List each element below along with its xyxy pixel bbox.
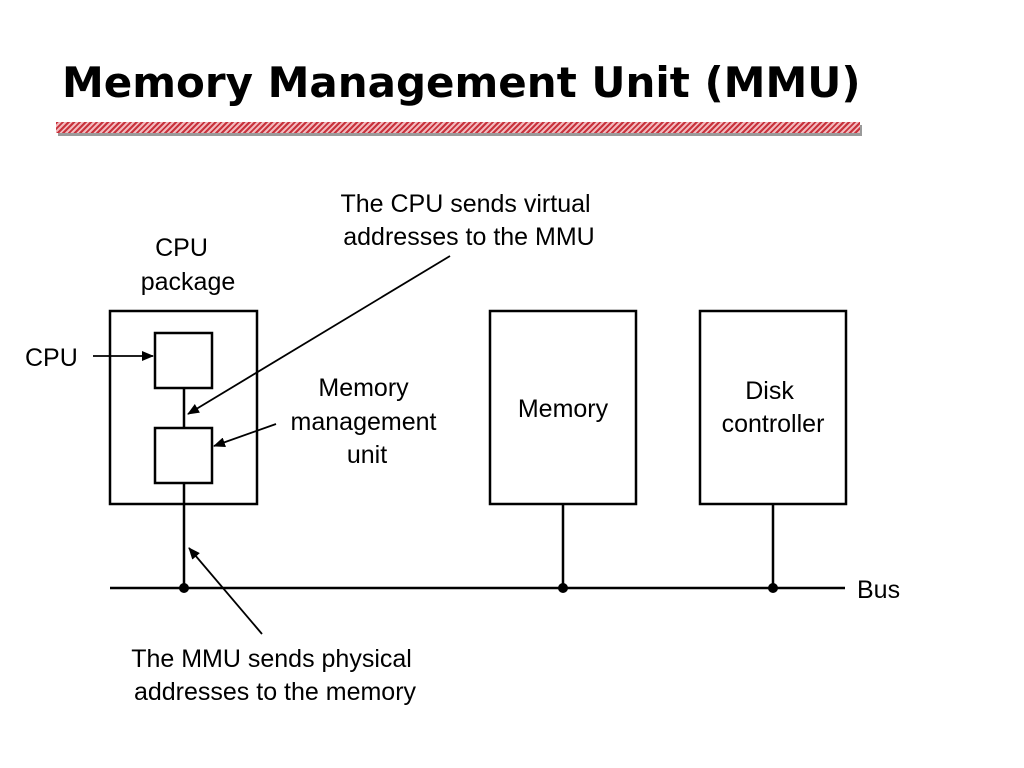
disk-controller-box	[698, 309, 848, 506]
virtual-address-arrow	[187, 255, 451, 415]
memory-label: Memory	[518, 395, 609, 423]
physical-address-arrow	[188, 547, 263, 635]
bus-label: Bus	[857, 576, 900, 604]
virtual-address-note: The CPU sends virtual addresses to the M…	[340, 190, 597, 251]
disk-controller-label: Disk controller	[722, 377, 825, 438]
slide-title: Memory Management Unit (MMU)	[62, 58, 861, 107]
mmu-label: Memory management unit	[291, 374, 444, 469]
cpu-box	[153, 331, 214, 390]
physical-address-note: The MMU sends physical addresses to the …	[131, 645, 419, 706]
cpu-package-label: CPU package	[141, 234, 236, 296]
title-underline	[56, 122, 860, 133]
cpu-label: CPU	[25, 344, 78, 372]
mmu-box	[153, 426, 214, 485]
mmu-arrow	[213, 423, 277, 448]
